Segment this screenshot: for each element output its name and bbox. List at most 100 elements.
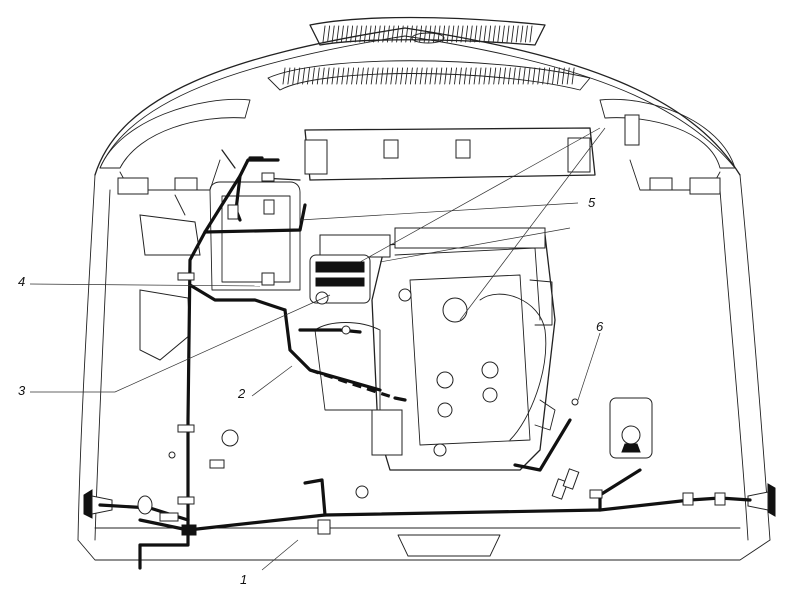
- engine-block: [314, 227, 556, 557]
- grille-rib: [424, 67, 428, 85]
- grille-rib: [449, 67, 453, 85]
- grille-rib: [434, 67, 438, 85]
- grille-rib: [542, 67, 546, 85]
- grille-rib: [501, 25, 505, 43]
- grille-rib: [405, 67, 408, 85]
- grille-rib: [511, 25, 515, 43]
- grille-rib: [520, 25, 524, 43]
- grille-rib: [340, 25, 344, 43]
- grille-rib: [377, 25, 381, 43]
- grille-rib: [451, 25, 455, 43]
- headlamp-right: [599, 98, 736, 195]
- grille-rib: [331, 25, 335, 43]
- grille-rib: [368, 25, 372, 43]
- grille-rib: [414, 25, 418, 43]
- grille-rib: [409, 67, 413, 85]
- grille-rib: [405, 25, 409, 43]
- callout-leaders: [29, 127, 606, 571]
- callout-4: 4: [18, 274, 25, 289]
- grille-rib: [345, 25, 349, 43]
- grille-rib: [439, 67, 443, 85]
- grille-rib: [390, 67, 394, 85]
- headlamp-left: [99, 98, 251, 195]
- grille-rib: [517, 67, 521, 85]
- callout-6: 6: [596, 319, 604, 334]
- battery-tray: [209, 181, 301, 291]
- grille-rib: [391, 25, 395, 43]
- grille-rib: [478, 67, 482, 85]
- grille-rib: [483, 67, 487, 85]
- grille-rib: [359, 25, 363, 43]
- grille-rib: [571, 67, 575, 85]
- grille-rib: [437, 25, 441, 43]
- grille-rib: [346, 67, 350, 85]
- grille-rib: [321, 67, 325, 85]
- grille-rib: [455, 25, 459, 43]
- grille-rib: [326, 67, 330, 85]
- grille-rib: [444, 67, 448, 85]
- horn: [609, 397, 653, 459]
- grille-rib: [529, 25, 533, 43]
- grille-rib: [360, 67, 364, 85]
- grille-rib: [469, 25, 473, 43]
- grille-rib: [532, 67, 536, 85]
- grille-rib: [556, 67, 560, 85]
- grille-rib: [302, 67, 306, 85]
- grille-rib: [382, 25, 386, 43]
- grille-rib: [336, 25, 340, 43]
- grille-rib: [507, 67, 511, 85]
- grille-rib: [419, 25, 423, 43]
- grille-rib: [442, 25, 446, 43]
- grille-rib: [547, 67, 551, 85]
- grille-rib: [561, 67, 565, 85]
- grille-rib: [497, 25, 501, 43]
- grille-rib: [297, 67, 301, 85]
- grille-rib: [419, 67, 423, 85]
- grille-rib: [311, 67, 315, 85]
- callout-2: 2: [237, 386, 246, 401]
- grille-rib: [488, 67, 492, 85]
- callout-1: 1: [240, 572, 247, 587]
- grille-rib: [385, 67, 389, 85]
- grille-rib: [446, 25, 450, 43]
- grille-rib: [307, 67, 310, 85]
- grille-rib: [473, 67, 477, 85]
- grille-rib: [351, 67, 355, 85]
- grille-rib: [483, 25, 487, 43]
- grille-rib: [373, 25, 377, 43]
- callout-5: 5: [588, 195, 596, 210]
- grille-rib: [428, 25, 432, 43]
- grille-rib: [327, 25, 331, 43]
- grille-rib: [375, 67, 379, 85]
- grille-rib: [316, 67, 320, 85]
- grille-rib: [474, 25, 478, 43]
- grille-rib: [478, 25, 482, 43]
- grille-rib: [414, 67, 418, 85]
- grille-rib: [454, 67, 457, 85]
- grille-rib: [488, 25, 492, 43]
- grille-rib: [498, 67, 502, 85]
- radiator-tank: [304, 127, 596, 181]
- grille-rib: [400, 67, 404, 85]
- grille-rib: [287, 67, 291, 85]
- grille-rib: [336, 67, 340, 85]
- grille-rib: [341, 67, 345, 85]
- grille-rib: [552, 67, 555, 85]
- grille-rib: [331, 67, 335, 85]
- grille-rib: [282, 67, 286, 85]
- grille-rib: [429, 67, 433, 85]
- grille-rib: [365, 67, 369, 85]
- grille-rib: [460, 25, 464, 43]
- grille-rib: [409, 25, 413, 43]
- grille-rib: [493, 67, 497, 85]
- grille-rib: [395, 67, 399, 85]
- relay-unit: [309, 254, 371, 305]
- grille-rib: [432, 25, 436, 43]
- grille-rib: [527, 67, 531, 85]
- fog-lamp-right: [747, 483, 776, 517]
- grille-rib: [380, 67, 384, 85]
- grille-rib: [354, 25, 358, 43]
- hood-outline: [77, 27, 771, 561]
- grille-rib: [463, 67, 467, 85]
